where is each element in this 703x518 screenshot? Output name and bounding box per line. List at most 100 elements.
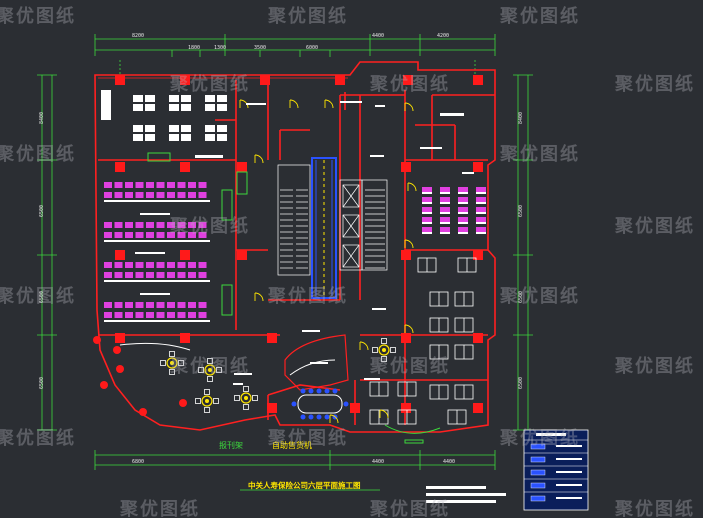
dim-top-2: 4400 (372, 33, 385, 39)
column (473, 403, 483, 413)
lounge-chair (381, 356, 387, 362)
table-row (104, 200, 210, 202)
legend-text (556, 484, 582, 486)
door-arc (254, 154, 264, 164)
column (473, 250, 483, 260)
desk (169, 104, 179, 111)
room-label-vending-machine: 自助售货机 (272, 441, 312, 450)
chair (177, 232, 186, 238)
annotation-text (462, 172, 474, 174)
round-table (201, 395, 213, 407)
watermark-text: 聚优图纸 (170, 356, 250, 377)
training-room-seating (104, 182, 210, 322)
chair (476, 207, 486, 212)
workstation-cluster (369, 257, 477, 425)
dim-left-1: 8400 (39, 111, 46, 125)
chair (125, 312, 133, 318)
watermark-text: 聚优图纸 (500, 144, 580, 165)
annotation-text (195, 155, 223, 158)
conference-chair (300, 388, 306, 394)
annotation-text (310, 362, 328, 364)
chair (198, 222, 207, 228)
conference-chair (324, 388, 330, 394)
round-table (378, 344, 390, 356)
desk (458, 212, 468, 214)
desk (145, 104, 155, 111)
chair (177, 262, 186, 268)
desk (476, 222, 486, 224)
chair (476, 227, 486, 232)
door-swings (239, 99, 417, 424)
chair (167, 302, 175, 308)
desk (458, 232, 468, 234)
chair (156, 272, 165, 278)
watermark-text: 聚优图纸 (170, 74, 250, 95)
plant (113, 346, 121, 354)
chair (167, 232, 175, 238)
door-arc (379, 409, 389, 419)
annotation-text (302, 330, 320, 332)
lounge-chair (195, 398, 201, 404)
annotation-text (440, 113, 464, 116)
chair (440, 207, 450, 212)
lounge-chair (234, 395, 240, 401)
desk (440, 192, 450, 194)
chair (440, 187, 450, 192)
table-center (205, 399, 209, 403)
legend-table (523, 429, 589, 511)
chair (125, 262, 133, 268)
door-arc (254, 292, 264, 302)
annotation-text (370, 155, 384, 157)
door-arc (404, 239, 414, 249)
legend-title (536, 433, 566, 436)
round-table (204, 364, 216, 376)
conference-chair (291, 401, 297, 407)
desk (205, 95, 215, 102)
desk (145, 134, 155, 141)
table-row (104, 320, 210, 322)
chair (167, 272, 175, 278)
desk (169, 134, 179, 141)
lounge-chair (169, 369, 175, 375)
annotation-text (364, 378, 380, 380)
desk (181, 104, 191, 111)
lounge-chair (178, 360, 184, 366)
desk (181, 95, 191, 102)
watermark-text: 聚优图纸 (170, 216, 250, 237)
watermark-text: 聚优图纸 (0, 6, 76, 27)
round-table (240, 392, 252, 404)
annotation-text (135, 252, 165, 254)
plant (100, 381, 108, 389)
chair (422, 217, 432, 222)
chair (114, 302, 123, 308)
chair (188, 272, 196, 278)
annotation-text (340, 101, 362, 103)
column (260, 75, 270, 85)
chair (458, 217, 468, 222)
planters (93, 336, 187, 416)
chair (458, 187, 468, 192)
column (267, 333, 277, 343)
desk (422, 192, 432, 194)
room-label-newspaper-rack: 报刊架 (219, 441, 243, 450)
lounge-chair (243, 404, 249, 410)
chair (198, 272, 207, 278)
corridor-highlight (311, 157, 337, 299)
conference-chair (308, 388, 314, 394)
table-row (104, 280, 210, 282)
column (401, 333, 411, 343)
desk (169, 125, 179, 132)
table-center (170, 361, 174, 365)
watermark-text: 聚优图纸 (500, 286, 580, 307)
conference-chair (316, 388, 322, 394)
legend-text (556, 458, 582, 460)
chair (146, 192, 154, 198)
chair (146, 182, 154, 188)
office-desk-cluster (101, 90, 227, 141)
chair (476, 197, 486, 202)
chair (135, 312, 144, 318)
desk (217, 134, 227, 141)
chair (146, 312, 154, 318)
legend-symbol (530, 482, 546, 489)
chair (114, 312, 123, 318)
